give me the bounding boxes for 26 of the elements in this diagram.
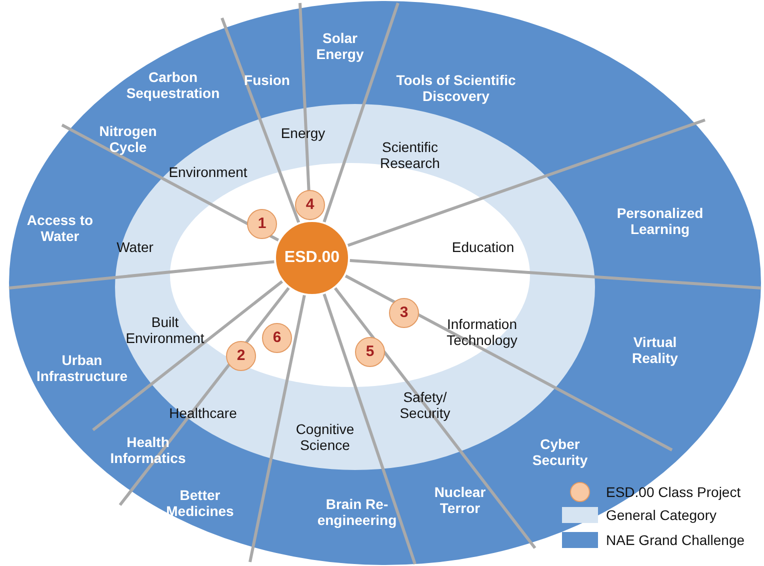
challenge-label: Cyber Security [525,436,595,468]
challenge-label: Virtual Reality [620,334,690,366]
category-label: Environment [168,164,248,180]
challenge-label: Nuclear Terror [425,484,495,516]
category-label: Safety/ Security [385,388,465,422]
category-label: Built Environment [120,314,210,346]
challenge-label: Better Medicines [155,486,245,520]
category-label: Healthcare [169,404,237,422]
legend-label: NAE Grand Challenge [606,532,745,548]
challenge-label: Access to Water [20,212,100,244]
challenge-label: Personalized Learning [605,204,715,238]
challenge-label: Carbon Sequestration [108,68,238,102]
category-label: Cognitive Science [280,420,370,454]
category-label: Scientific Research [360,138,460,172]
category-label: Education [452,238,514,256]
challenge-label: Solar Energy [305,30,375,62]
legend-label: General Category [606,507,717,523]
challenge-label: Urban Infrastructure [27,352,137,384]
category-label: Water [116,238,154,256]
challenge-label: Tools of Scientific Discovery [396,72,516,104]
challenge-label: Health Informatics [98,434,198,466]
challenge-label: Nitrogen Cycle [88,122,168,156]
challenge-label: Fusion [244,72,290,88]
category-label: Energy [280,124,326,142]
challenge-label: Brain Re-engineering [287,496,427,528]
category-label: Information Technology [427,316,537,348]
